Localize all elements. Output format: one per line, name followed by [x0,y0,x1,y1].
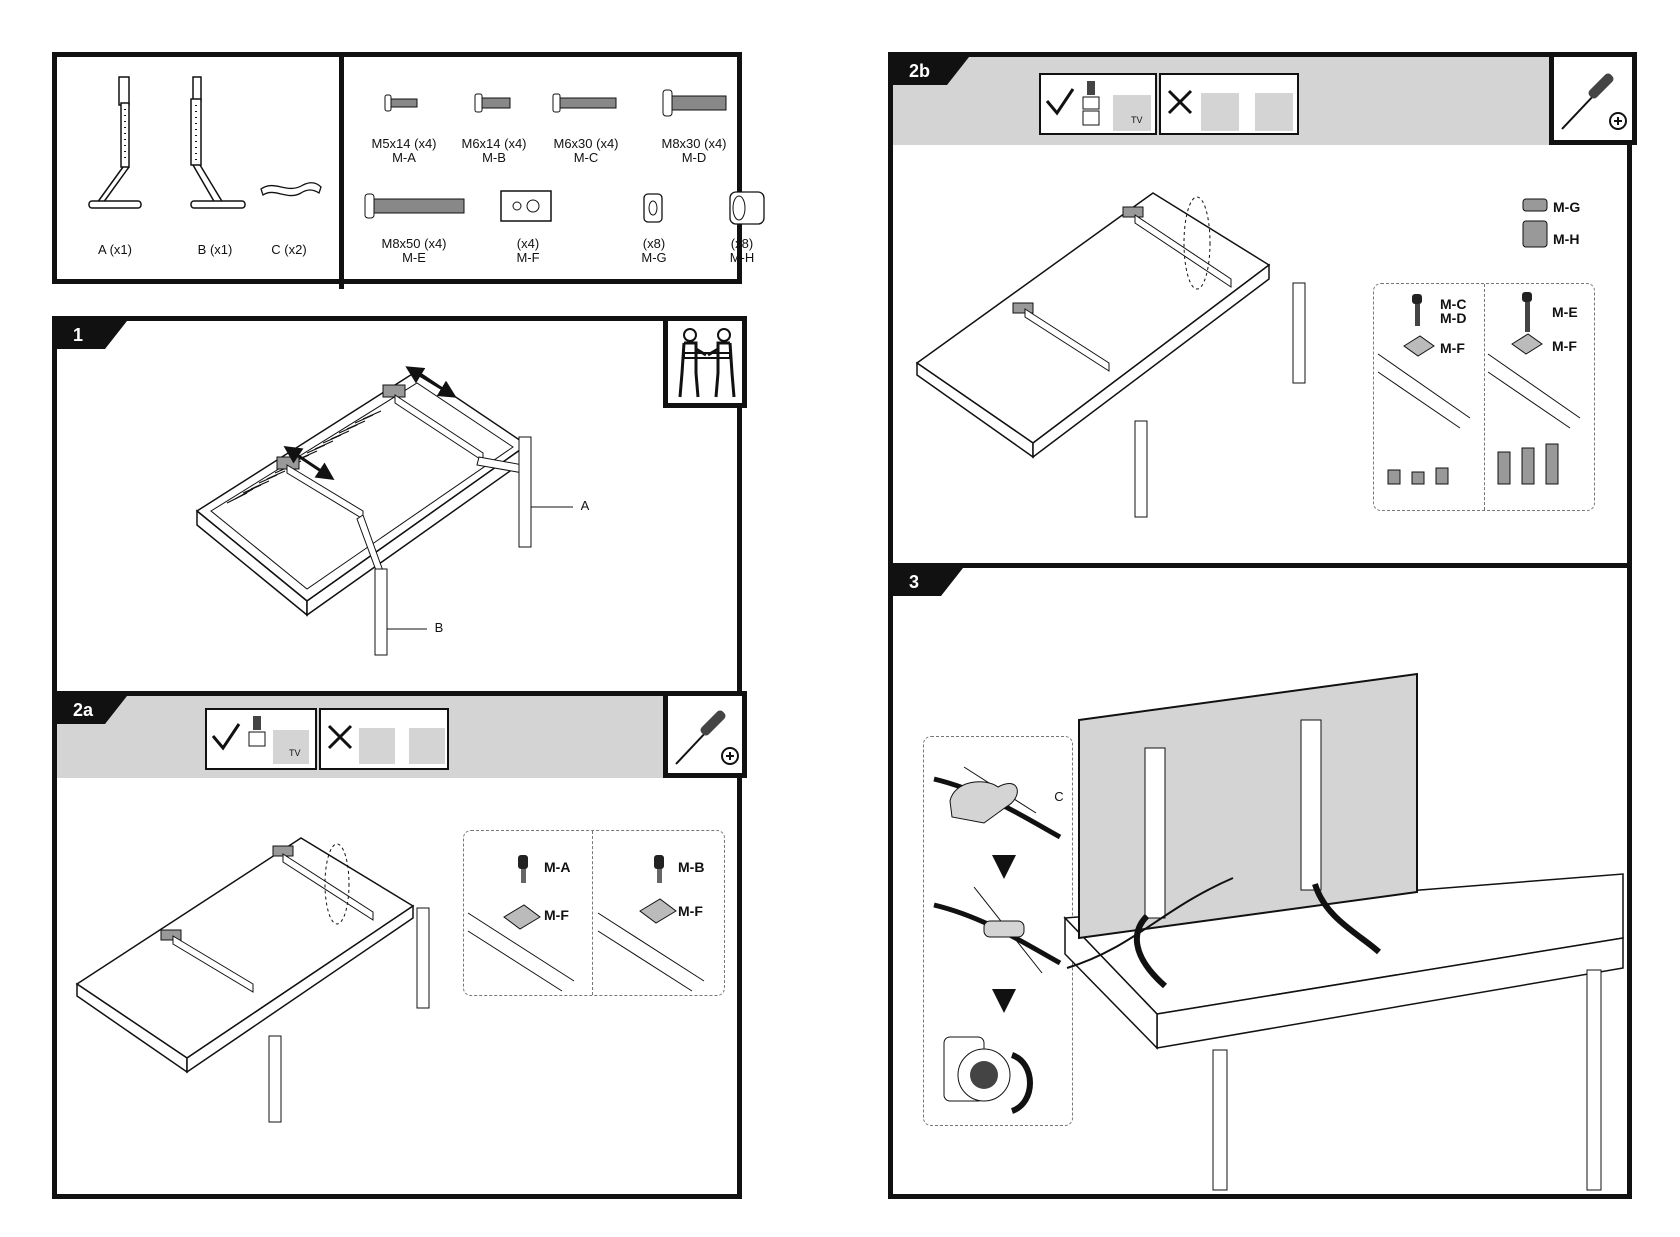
cable-strap-c-image [260,182,322,197]
strap-c-label: C (x2) [271,242,307,257]
hardware-m-d-code: M-D [681,150,707,165]
step-2b-correct-box: TV [1039,73,1157,135]
tv-mount-wrong-icon-1 [1201,93,1239,131]
tv-text-correct: TV [289,748,301,758]
detail-2b-screw-m-e: M-E [1552,304,1578,320]
tv-back-stand-attach-drawing [195,366,573,656]
hardware-m-h-spec: (x8) [730,236,754,251]
screw-m-a-image [384,94,418,112]
hardware-m-c-code: M-C [573,150,599,165]
screw-m-d-image [662,89,727,117]
detail-2b-illustration [1377,292,1581,485]
hardware-m-h-code: M-H [729,250,755,265]
tv-on-stand-on-desk-drawing [1063,672,1624,1191]
hardware-m-f-code: M-F [516,250,540,265]
checkmark-icon [211,723,241,751]
tv-text-correct: TV [1131,115,1143,125]
detail-2a-illustration [467,855,705,992]
step-1-panel: 1 [52,316,747,696]
tv-mount-wrong-icon-2 [409,728,445,764]
hardware-m-a-code: M-A [392,150,416,165]
step-2a-detail-divider [592,831,593,995]
hardware-m-b-code: M-B [482,150,506,165]
step-3-label-c: C [1054,789,1064,804]
spacer-legend-drawing [1522,198,1548,248]
tv-mount-correct-icon [1113,95,1151,131]
hardware-m-c-spec: M6x30 (x4) [553,136,619,151]
detail-2b-plate-m-f-left: M-F [1440,340,1465,356]
step-1-tab: 1 [57,321,127,349]
phillips-screwdriver-icon [1561,73,1627,130]
step-2b-tab: 2b [893,57,969,85]
tv-mount-wrong-icon-2 [1255,93,1293,131]
step-2b-tv-back-drawing [915,192,1306,518]
two-person-lift-box [663,316,747,408]
step-1-label-b: B [434,620,444,635]
phillips-screwdriver-icon [675,710,739,765]
hardware-m-e-spec: M8x50 (x4) [381,236,447,251]
stand-b-image [190,76,246,209]
step-2b-spacer-g-label: M-G [1553,199,1581,215]
spacer-m-h-image [729,191,765,225]
detail-2b-screw-m-c: M-C [1440,296,1467,312]
plate-m-f-image [500,190,552,222]
cross-icon [1167,89,1193,115]
step-2b-detail-divider [1484,284,1485,510]
step-3-tab: 3 [893,568,963,596]
hardware-m-b-spec: M6x14 (x4) [461,136,527,151]
hardware-m-a-spec: M5x14 (x4) [371,136,437,151]
step-2b-detail-box: M-C M-D M-F M-E M-F [1373,283,1595,511]
detail-2a-screw-m-b: M-B [678,859,705,875]
screw-m-e-image [364,193,465,219]
detail-2b-plate-m-f-right: M-F [1552,338,1577,354]
detail-2a-plate-m-f-left: M-F [544,907,569,923]
checkmark-icon [1045,88,1075,116]
step-2b-panel: 2b TV M-G M-H M-C [888,52,1637,568]
screw-m-c-image [552,93,617,113]
detail-2a-plate-m-f-right: M-F [678,903,703,919]
hardware-m-d-spec: M8x30 (x4) [661,136,727,151]
hardware-m-g-spec: (x8) [642,236,666,251]
step-1-label-a: A [580,498,590,513]
screw-m-b-image [474,93,511,113]
detail-2a-screw-m-a: M-A [544,859,571,875]
step-2a-screwdriver-box [663,691,747,778]
cross-icon [327,724,353,750]
hardware-m-f-spec: (x4) [516,236,540,251]
screw-with-spacer-icon [1082,81,1100,126]
screw-with-spacer-icon [248,716,266,747]
parts-divider [339,57,344,289]
step-2a-panel: 2a TV M-A M-F M-B M-F [52,691,747,1199]
step-2b-screwdriver-box [1549,52,1637,145]
step-2a-wrong-box [319,708,449,770]
parts-panel: A (x1) B (x1) C (x2) M5x14 (x4) M-A M6x1… [52,52,765,289]
detail-2b-screw-m-d: M-D [1440,310,1467,326]
tv-mount-wrong-icon-1 [359,728,395,764]
stand-b-label: B (x1) [197,242,233,257]
step-2a-tab: 2a [57,696,127,724]
step-2b-spacer-h-label: M-H [1553,231,1580,247]
stand-a-image [88,76,142,209]
stand-a-label: A (x1) [98,242,132,257]
spacer-m-g-image [643,193,663,223]
step-2a-detail-box: M-A M-F M-B M-F [463,830,725,996]
cable-management-detail-box [923,736,1073,1126]
step-2b-wrong-box [1159,73,1299,135]
tv-mount-correct-icon [273,730,309,764]
hardware-m-e-code: M-E [402,250,426,265]
hardware-m-g-code: M-G [641,250,667,265]
two-person-lift-icon [678,328,736,398]
cable-strap-sequence-drawing [933,766,1062,1114]
step-3-panel: 3 C [888,563,1632,1199]
step-2a-correct-box: TV [205,708,317,770]
step-2a-tv-back-drawing [75,837,430,1123]
